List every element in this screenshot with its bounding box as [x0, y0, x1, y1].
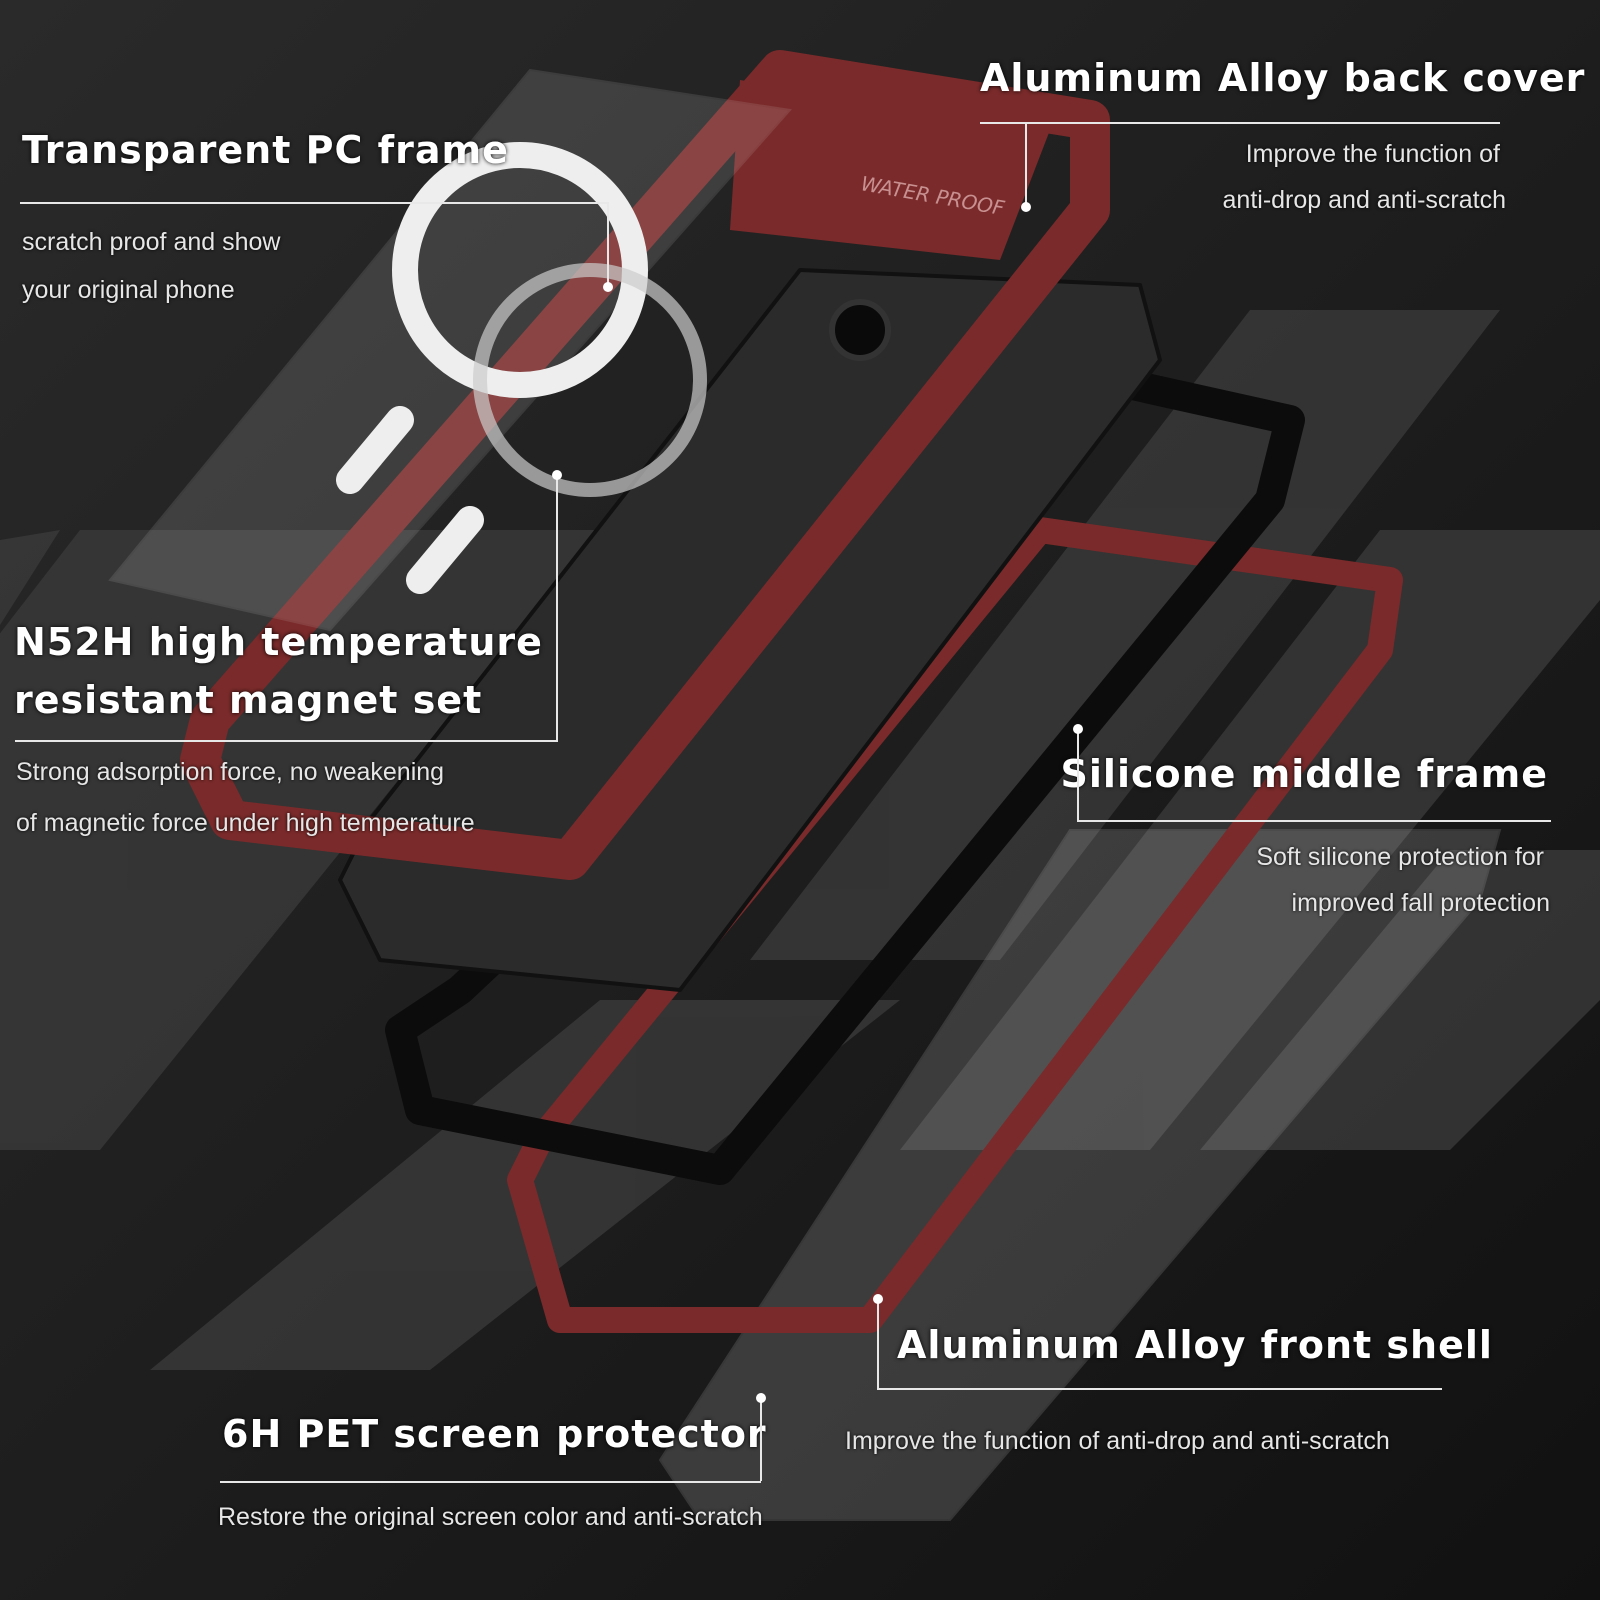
magnet-leader [15, 740, 558, 742]
magnet-dot [552, 470, 562, 480]
pc-frame-leader [20, 202, 608, 204]
silicone-title: Silicone middle frame [1060, 752, 1548, 796]
screen-title: 6H PET screen protector [222, 1412, 767, 1456]
silicone-leader [1077, 820, 1551, 822]
magnet-title-2: resistant magnet set [14, 678, 483, 722]
back-cover-leader [980, 122, 1500, 124]
screen-leader [220, 1481, 761, 1483]
front-shell-leader-v [877, 1298, 879, 1388]
magnet-title-1: N52H high temperature [14, 620, 543, 664]
pc-frame-leader-v [607, 202, 609, 287]
silicone-desc-2: improved fall protection [1291, 889, 1550, 917]
screen-desc: Restore the original screen color and an… [218, 1503, 763, 1531]
silicone-leader-v [1077, 728, 1079, 820]
screen-protector [658, 829, 1502, 1521]
back-cover-leader-v [1025, 122, 1027, 207]
silicone-frame [385, 365, 1305, 1185]
back-cover-title: Aluminum Alloy back cover [980, 56, 1586, 100]
front-shell-dot [873, 1294, 883, 1304]
front-shell-desc: Improve the function of anti-drop and an… [845, 1427, 1390, 1455]
screen-leader-v [760, 1397, 762, 1481]
front-shell-title: Aluminum Alloy front shell [897, 1323, 1493, 1367]
back-cover-dot [1021, 202, 1031, 212]
pc-frame-dot [603, 282, 613, 292]
pc-frame-desc-2: your original phone [22, 276, 235, 304]
magnet-desc-2: of magnetic force under high temperature [16, 809, 475, 837]
magnet-ring [392, 142, 648, 398]
magnet-desc-1: Strong adsorption force, no weakening [16, 758, 445, 786]
back-cover-desc-1: Improve the function of [1245, 140, 1500, 168]
pc-frame-title: Transparent PC frame [22, 128, 509, 172]
back-cover-desc-2: anti-drop and anti-scratch [1222, 186, 1506, 214]
back-cover [180, 50, 1110, 880]
screen-dot [756, 1393, 766, 1403]
silicone-dot [1073, 724, 1083, 734]
magnet-leader-v [556, 475, 558, 740]
camera-module [730, 80, 1050, 260]
silicone-desc-1: Soft silicone protection for [1256, 843, 1544, 871]
pc-frame-desc-1: scratch proof and show [22, 228, 281, 256]
front-shell-leader [877, 1388, 1442, 1390]
